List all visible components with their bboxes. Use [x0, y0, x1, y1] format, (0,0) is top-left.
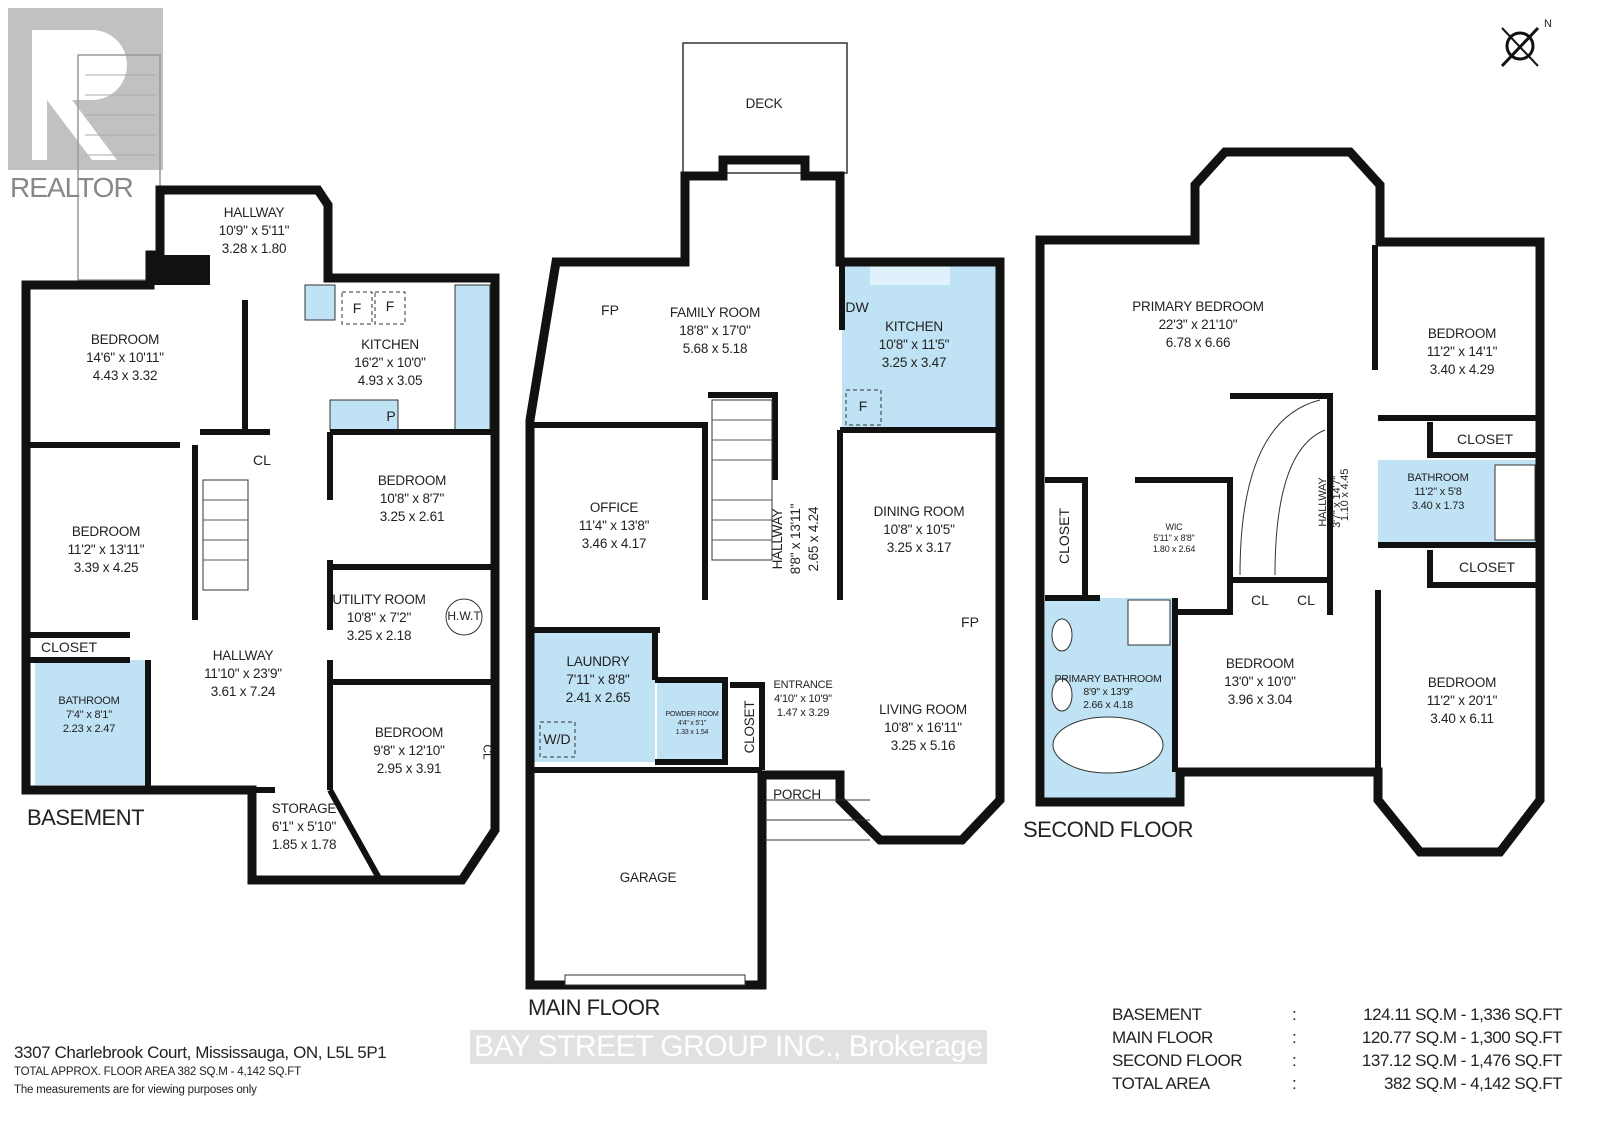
- area-row: TOTAL AREA:382 SQ.M - 4,142 SQ.FT: [1112, 1074, 1563, 1093]
- compass-north-label: N: [1544, 18, 1552, 30]
- closet-label: CLOSET: [1056, 507, 1072, 565]
- washer-dryer-label: W/D: [543, 731, 571, 747]
- closet-label: CL: [253, 452, 271, 468]
- area-summary: BASEMENT:124.11 SQ.M - 1,336 SQ.FT MAIN …: [1112, 1005, 1563, 1097]
- second-floor-plan: [1035, 147, 1545, 857]
- disclaimer: The measurements are for viewing purpose…: [14, 1084, 257, 1096]
- basement-exterior-stairs: [77, 54, 161, 281]
- floor-title: SECOND FLOOR: [1023, 817, 1194, 842]
- hot-water-tank-icon: [445, 598, 483, 636]
- basement-bathroom-fill: [35, 660, 145, 785]
- fireplace-label: FP: [601, 302, 619, 318]
- total-area-note: TOTAL APPROX. FLOOR AREA 382 SQ.M - 4,14…: [14, 1066, 301, 1078]
- closet-label: CL: [1297, 592, 1315, 608]
- realtor-logo: [8, 8, 163, 170]
- floor-title: MAIN FLOOR: [528, 995, 660, 1020]
- room-label: DECK: [745, 96, 783, 111]
- closet-label: CLOSET: [40, 639, 98, 655]
- room-label-metric: 1.10 x 4.45: [1339, 468, 1351, 522]
- closet-label: CL: [480, 744, 495, 760]
- closet-label: CLOSET: [1458, 559, 1516, 575]
- area-row: MAIN FLOOR:120.77 SQ.M - 1,300 SQ.FT: [1112, 1028, 1563, 1047]
- garage-door: [564, 974, 746, 986]
- compass-icon: [1500, 26, 1540, 68]
- powder-room-fill: [657, 680, 725, 762]
- basement-plan: [21, 54, 500, 885]
- dishwasher-label: DW: [845, 299, 869, 315]
- room-label: PORCH: [773, 787, 821, 802]
- closet-label: CLOSET: [1456, 431, 1514, 447]
- address: 3307 Charlebrook Court, Mississauga, ON,…: [14, 1043, 387, 1062]
- laundry-fill: [532, 632, 655, 762]
- furnace-label: F: [352, 300, 362, 316]
- footer: 3307 Charlebrook Court, Mississauga, ON,…: [14, 1043, 387, 1099]
- floor-title: BASEMENT: [27, 805, 145, 830]
- furnace-label: F: [385, 298, 395, 314]
- area-row: SECOND FLOOR:137.12 SQ.M - 1,476 SQ.FT: [1112, 1051, 1563, 1070]
- closet-label: CL: [1251, 592, 1269, 608]
- fireplace-label: FP: [961, 614, 979, 630]
- area-row: BASEMENT:124.11 SQ.M - 1,336 SQ.FT: [1112, 1005, 1563, 1024]
- kitchen-fill: [842, 262, 1000, 430]
- realtor-logo-text: REALTOR: [10, 172, 134, 203]
- main-floor-plan: [525, 42, 1005, 990]
- room-label: GARAGE: [619, 870, 677, 885]
- deck-outline: [682, 42, 848, 174]
- bathtub-icon: [1052, 716, 1164, 774]
- brokerage-watermark: BAY STREET GROUP INC., Brokerage: [470, 1030, 987, 1064]
- pantry-label: P: [386, 408, 396, 424]
- fridge-label: F: [858, 398, 868, 414]
- hot-water-tank-label: H.W.T: [447, 609, 481, 623]
- closet-label: CLOSET: [742, 700, 757, 754]
